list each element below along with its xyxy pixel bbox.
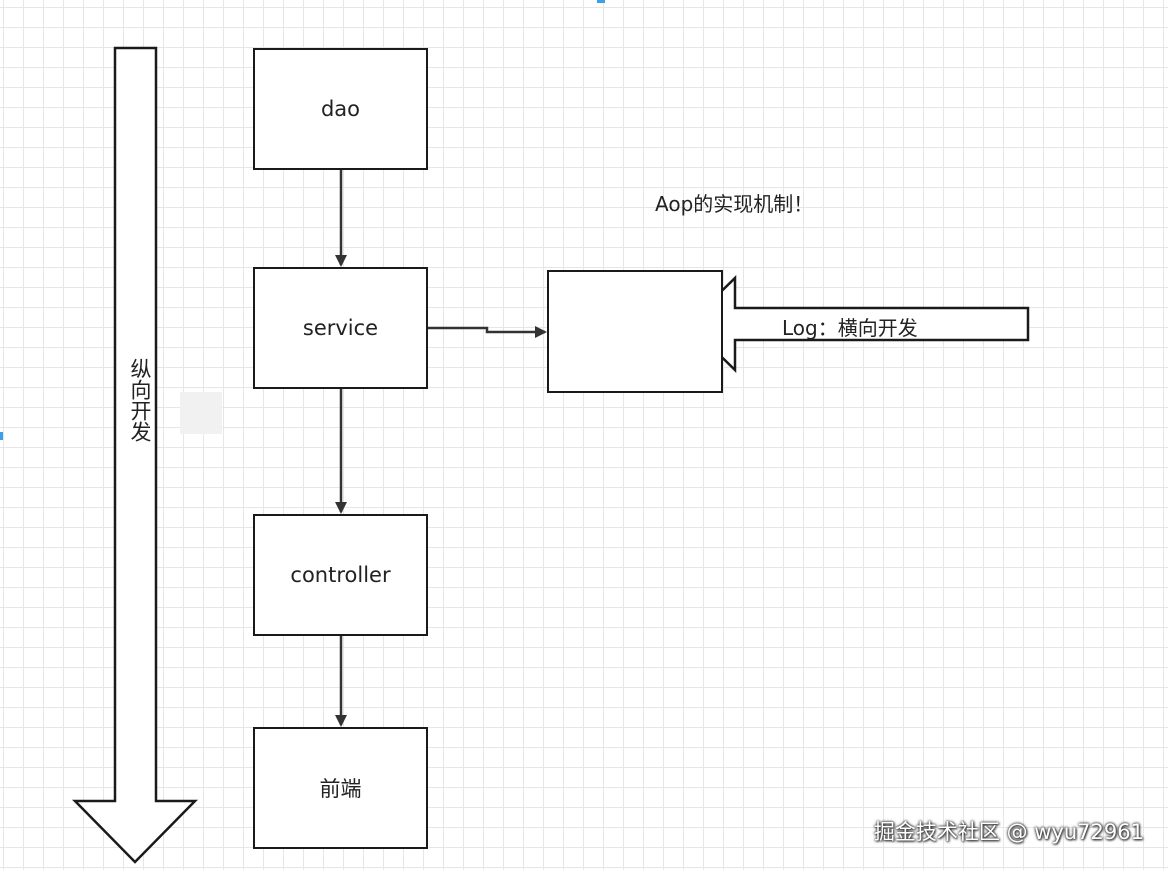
aop-title: Aop的实现机制！ bbox=[655, 192, 814, 216]
grid-highlight-cell bbox=[180, 392, 222, 434]
vertical-development-label: 纵向开发 bbox=[128, 358, 152, 442]
node-controller: controller bbox=[253, 514, 428, 636]
vertical-development-arrow bbox=[72, 46, 198, 864]
watermark: 掘金技术社区 @ wyu72961 bbox=[873, 820, 1144, 844]
node-controller-label: controller bbox=[290, 563, 391, 587]
edge-service-to-aop bbox=[428, 326, 547, 338]
node-frontend-label: 前端 bbox=[319, 777, 362, 801]
node-dao: dao bbox=[253, 48, 428, 170]
edge-tick-left bbox=[0, 432, 3, 440]
edge-tick-top bbox=[597, 0, 605, 3]
node-frontend: 前端 bbox=[253, 727, 428, 849]
node-service: service bbox=[253, 267, 428, 389]
node-service-label: service bbox=[302, 316, 379, 340]
log-horizontal-label: Log：横向开发 bbox=[782, 316, 918, 340]
node-aop-box bbox=[547, 270, 723, 393]
node-dao-label: dao bbox=[320, 97, 361, 121]
